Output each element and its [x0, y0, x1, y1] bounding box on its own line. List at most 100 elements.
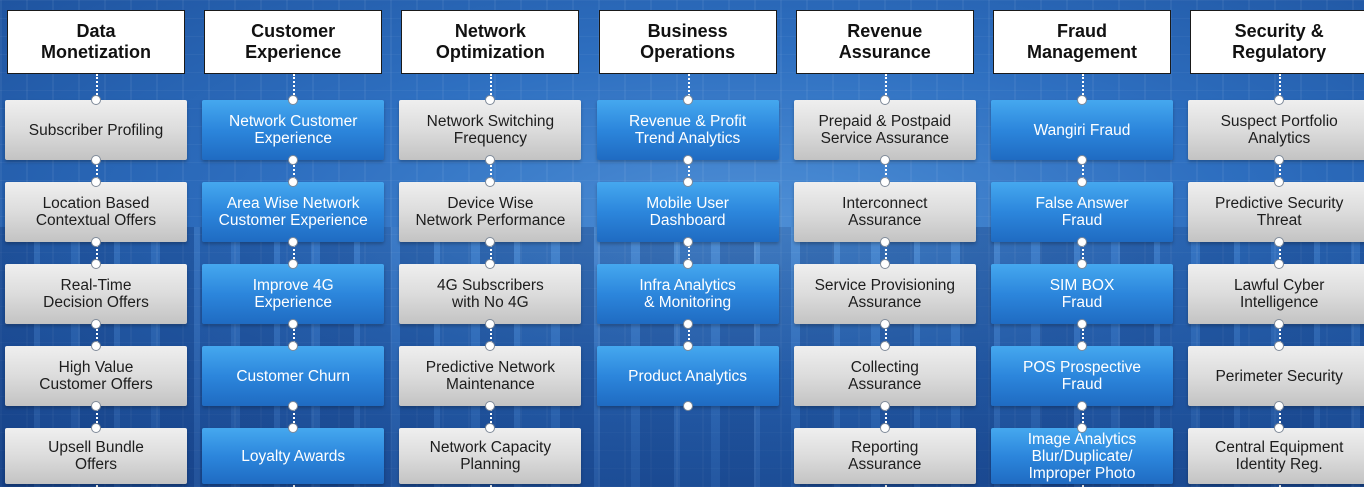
use-case-box: Improve 4G Experience: [202, 259, 385, 329]
use-case-box: Area Wise Network Customer Experience: [202, 177, 385, 247]
use-case-label: Service Provisioning Assurance: [814, 277, 956, 311]
use-case-label: Mobile User Dashboard: [646, 195, 729, 229]
connector-dot: [1274, 341, 1285, 351]
connector-dot: [1077, 401, 1087, 411]
category-header: Security & Regulatory: [1190, 10, 1364, 74]
connector-dot: [879, 155, 890, 165]
connector-dot: [288, 341, 299, 351]
use-case-label: Product Analytics: [628, 367, 748, 385]
connector-dot: [91, 155, 101, 165]
use-case-label: Reporting Assurance: [848, 439, 922, 473]
use-case-label: Prepaid & Postpaid Service Assurance: [818, 113, 952, 147]
use-case-label: Upsell Bundle Offers: [48, 439, 144, 473]
connector-dot: [91, 95, 101, 105]
use-case-label: Collecting Assurance: [848, 359, 922, 393]
use-case-label: Loyalty Awards: [241, 447, 346, 465]
connector-dot: [879, 319, 890, 329]
use-case-label: POS Prospective Fraud: [1022, 359, 1142, 393]
use-case-label: Wangiri Fraud: [1033, 121, 1131, 139]
use-case-label: Revenue & Profit Trend Analytics: [629, 113, 747, 147]
connector-dot: [1077, 319, 1087, 329]
use-case-label: SIM BOX Fraud: [1049, 277, 1115, 311]
use-case-label: Predictive Security Threat: [1215, 195, 1344, 229]
connector-dot: [1274, 259, 1285, 269]
use-case-box: Upsell Bundle Offers: [5, 423, 187, 484]
use-case-box: Prepaid & Postpaid Service Assurance: [793, 95, 976, 165]
connector-dot: [1077, 177, 1087, 187]
use-case-label: Device Wise Network Performance: [415, 195, 566, 229]
use-case-label: Subscriber Profiling: [28, 121, 164, 139]
connector-dot: [288, 237, 299, 247]
connector-dot: [879, 259, 890, 269]
connector-dot: [91, 423, 101, 433]
connector-dot: [485, 259, 496, 269]
connector-dot: [1077, 237, 1087, 247]
connector-dot: [879, 177, 890, 187]
use-case-box: Perimeter Security: [1188, 341, 1364, 411]
use-case-label: Suspect Portfolio Analytics: [1220, 113, 1338, 147]
use-case-box: Infra Analytics & Monitoring: [596, 259, 779, 329]
connector-dot: [485, 423, 496, 433]
use-case-box: Loyalty Awards: [202, 423, 385, 484]
use-case-box: Wangiri Fraud: [991, 95, 1173, 165]
use-case-box: POS Prospective Fraud: [991, 341, 1173, 411]
connector-dot: [682, 401, 693, 411]
connector-dot: [485, 177, 496, 187]
use-case-box: Predictive Network Maintenance: [399, 341, 582, 411]
connector-dot: [879, 423, 890, 433]
connector-dot: [682, 177, 693, 187]
connector-dot: [485, 237, 496, 247]
category-header: Network Optimization: [401, 10, 580, 74]
connector-dot: [879, 237, 890, 247]
connector-dot: [91, 259, 101, 269]
category-header: Customer Experience: [204, 10, 383, 74]
use-case-box: 4G Subscribers with No 4G: [399, 259, 582, 329]
connector-dot: [91, 177, 101, 187]
use-case-box: Location Based Contextual Offers: [5, 177, 187, 247]
use-case-box: Lawful Cyber Intelligence: [1188, 259, 1364, 329]
use-case-box: Reporting Assurance: [793, 423, 976, 484]
connector-dot: [1077, 341, 1087, 351]
use-case-box: Device Wise Network Performance: [399, 177, 582, 247]
connector-dot: [879, 401, 890, 411]
connector-dot: [485, 319, 496, 329]
connector-dot: [1077, 259, 1087, 269]
connector-dot: [288, 259, 299, 269]
use-case-box: Network Capacity Planning: [399, 423, 582, 484]
use-case-label: Location Based Contextual Offers: [35, 195, 157, 229]
use-case-box: Image Analytics Blur/Duplicate/ Improper…: [991, 423, 1173, 484]
use-case-label: 4G Subscribers with No 4G: [436, 277, 544, 311]
use-case-label: Real-Time Decision Offers: [43, 277, 149, 311]
category-header: Revenue Assurance: [795, 10, 974, 74]
use-case-box: Network Customer Experience: [202, 95, 385, 165]
connector-dot: [682, 259, 693, 269]
use-case-box: Revenue & Profit Trend Analytics: [596, 95, 779, 165]
connector-dot: [879, 341, 890, 351]
use-case-box: Central Equipment Identity Reg.: [1188, 423, 1364, 484]
use-case-box: Service Provisioning Assurance: [793, 259, 976, 329]
connector-dot: [1077, 423, 1087, 433]
use-case-box: Collecting Assurance: [793, 341, 976, 411]
connector-dot: [288, 155, 299, 165]
use-case-box: High Value Customer Offers: [5, 341, 187, 411]
connector-dot: [288, 95, 299, 105]
use-case-label: Network Customer Experience: [229, 113, 358, 147]
use-case-label: Lawful Cyber Intelligence: [1233, 277, 1325, 311]
connector-dot: [682, 319, 693, 329]
use-case-label: Network Switching Frequency: [426, 113, 555, 147]
connector-dot: [1077, 95, 1087, 105]
use-case-label: False Answer Fraud: [1035, 195, 1129, 229]
connector-dot: [879, 95, 890, 105]
connector-dot: [288, 401, 299, 411]
use-case-box: False Answer Fraud: [991, 177, 1173, 247]
use-case-box: Product Analytics: [596, 341, 779, 411]
connector-dot: [1274, 177, 1285, 187]
connector-dot: [288, 423, 299, 433]
use-case-label: Network Capacity Planning: [429, 439, 552, 473]
use-case-label: Infra Analytics & Monitoring: [639, 277, 736, 311]
